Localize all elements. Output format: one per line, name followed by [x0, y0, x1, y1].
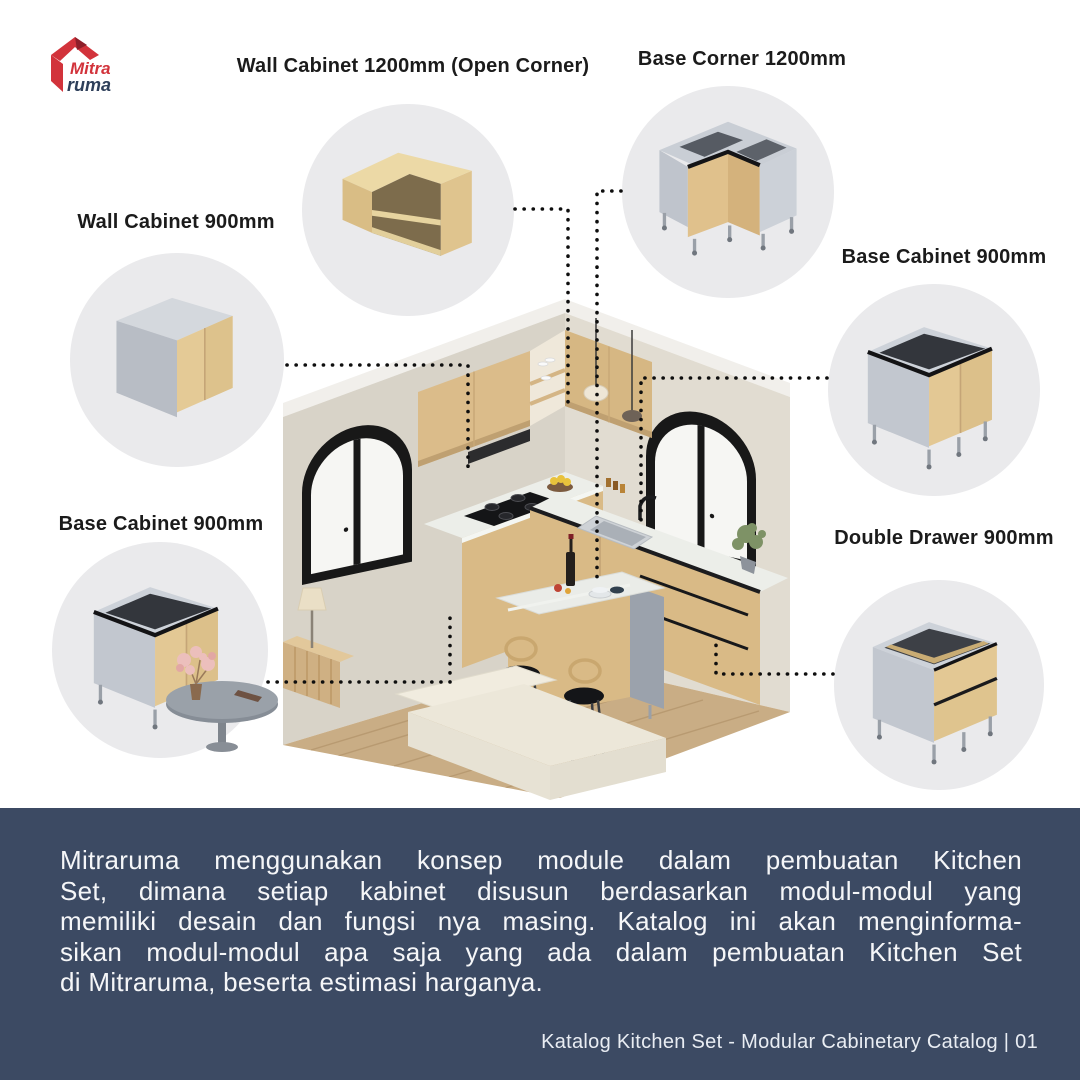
right-wall — [565, 313, 790, 712]
base-cabinet-900-left-render — [93, 587, 219, 730]
left-counter — [424, 472, 603, 668]
description-paragraph: Mitraruma menggunakan konsep module dala… — [60, 845, 1022, 998]
logo-house-gable — [75, 37, 87, 50]
bar-chairs — [498, 636, 606, 767]
label-base-cabinet-900-left: Base Cabinet 900mm — [58, 513, 264, 535]
paragraph-line: di Mitraruma, beserta estimasi harganya. — [60, 967, 544, 997]
right-counter — [529, 478, 788, 705]
base-cabinet-900-right-render — [867, 327, 993, 470]
paragraph-line: sikan modul-modul apa saja yang ada dala… — [60, 936, 1022, 967]
paragraph-line: Set, dimana setiap kabinet disusun berda… — [60, 875, 1022, 906]
label-wall-cabinet-1200: Wall Cabinet 1200mm (Open Corner) — [236, 55, 590, 77]
floor — [283, 660, 790, 798]
wall-cabinet-900-render — [116, 297, 233, 418]
callout-circle-double-drawer-900 — [834, 580, 1044, 790]
left-window — [302, 425, 412, 585]
connector-base-cabinet-900-left — [266, 616, 452, 684]
table-lamp — [297, 587, 327, 611]
connector-base-cabinet-900-right — [639, 376, 829, 530]
mitraruma-logo-icon: Mitra ruma — [51, 37, 111, 95]
kitchen-island — [495, 534, 666, 736]
sideboard — [283, 587, 354, 708]
counter-plant — [732, 523, 766, 574]
logo-house-roof — [51, 37, 99, 61]
wall-cabinet-1200-render — [342, 152, 472, 256]
logo-house-wall — [51, 55, 63, 92]
label-base-cabinet-900-right: Base Cabinet 900mm — [841, 246, 1047, 268]
left-wall — [283, 313, 565, 745]
logo-text-top: Mitra — [70, 59, 111, 78]
connector-wall-cabinet-1200 — [513, 207, 570, 405]
callout-circle-wall-cabinet-1200 — [302, 104, 514, 316]
cooktop — [464, 492, 560, 526]
range-hood — [468, 429, 530, 464]
catalog-footer: Katalog Kitchen Set - Modular Cabinetary… — [541, 1031, 1038, 1053]
right-window — [646, 411, 756, 572]
base-corner-1200-render — [659, 121, 797, 256]
connector-wall-cabinet-900 — [285, 363, 470, 472]
sink — [576, 515, 654, 550]
paragraph-line: memiliki desain dan fungsi nya masing. K… — [60, 906, 1022, 936]
paragraph-line: Mitraruma menggunakan konsep module dala… — [60, 845, 1022, 875]
connector-double-drawer-900 — [714, 639, 835, 676]
description-panel: Mitraruma menggunakan konsep module dala… — [0, 808, 1080, 1080]
wall-cabinets — [418, 330, 652, 467]
sofa — [394, 665, 666, 800]
double-drawer-900-render — [872, 622, 998, 765]
label-double-drawer-900: Double Drawer 900mm — [834, 527, 1054, 549]
callout-circle-base-cabinet-900-left — [52, 542, 268, 758]
logo-text-bottom: ruma — [67, 75, 111, 95]
callout-circle-base-cabinet-900-right — [828, 284, 1040, 496]
label-base-corner-1200: Base Corner 1200mm — [637, 48, 847, 70]
callout-circle-base-corner-1200 — [622, 86, 834, 298]
callout-circle-wall-cabinet-900 — [70, 253, 284, 467]
connector-base-corner-1200 — [595, 189, 623, 580]
pendant-lamps — [583, 318, 642, 422]
label-wall-cabinet-900: Wall Cabinet 900mm — [77, 211, 275, 233]
